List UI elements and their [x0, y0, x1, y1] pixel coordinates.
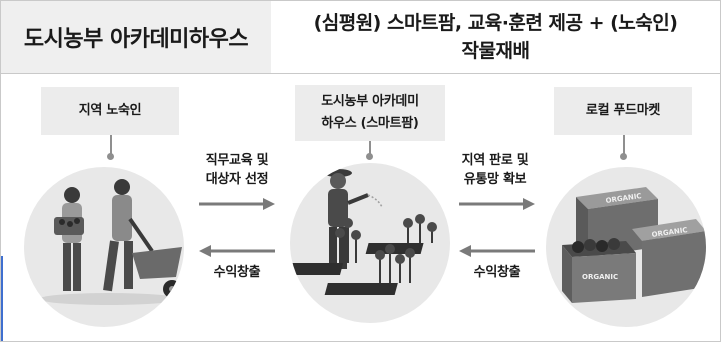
connector-line — [110, 135, 112, 155]
arrow-right-icon — [199, 198, 275, 210]
connector-dot — [366, 153, 373, 160]
node-label-localfood: 로컬 푸드마켓 — [554, 87, 692, 135]
left-accent-line — [1, 256, 3, 341]
flow-text-training-line2: 대상자 선정 — [205, 172, 269, 187]
arrow-left-icon — [199, 245, 275, 257]
node-label-smartfarm: 도시농부 아카데미 하우스 (스마트팜) — [295, 85, 445, 141]
flow-text-distribution: 지역 판로 및 유통망 확보 — [445, 151, 545, 189]
flow-text-training: 직무교육 및 대상자 선정 — [187, 151, 287, 189]
title-right-line1: (심평원) 스마트팜, 교육·훈련 제공 + (노숙인) — [313, 12, 678, 34]
organic-produce-crates-icon: ORGANIC ORGANIC ORGANIC — [546, 167, 706, 327]
arrow-right-icon — [459, 198, 535, 210]
node-label-smartfarm-line2: 하우스 (스마트팜) — [321, 116, 419, 131]
flow-text-revenue-right: 수익창출 — [473, 265, 521, 280]
node-label-localfood-text: 로컬 푸드마켓 — [585, 103, 661, 118]
flow-text-revenue-left: 수익창출 — [213, 265, 261, 280]
crate-label-front: ORGANIC — [582, 273, 618, 281]
title-left: 도시농부 아카데미하우스 — [1, 1, 271, 73]
arrow-left-icon — [459, 245, 535, 257]
connector-line — [369, 141, 371, 155]
title-right: (심평원) 스마트팜, 교육·훈련 제공 + (노숙인) 작물재배 — [271, 1, 720, 73]
node-label-smartfarm-line1: 도시농부 아카데미 — [321, 94, 419, 109]
connector-dot — [107, 153, 114, 160]
flow-text-distribution-line1: 지역 판로 및 — [461, 153, 529, 168]
node-label-homeless-text: 지역 노숙인 — [78, 103, 142, 118]
header: 도시농부 아카데미하우스 (심평원) 스마트팜, 교육·훈련 제공 + (노숙인… — [1, 1, 720, 74]
connector-line — [623, 135, 625, 155]
title-right-line2: 작물재배 — [461, 40, 530, 62]
flow-text-training-line1: 직무교육 및 — [205, 153, 269, 168]
farmers-with-wheelbarrow-icon — [24, 167, 184, 327]
smart-farm-gardener-icon — [290, 163, 450, 323]
flow-text-distribution-line2: 유통망 확보 — [463, 172, 527, 187]
connector-dot — [620, 153, 627, 160]
node-label-homeless: 지역 노숙인 — [41, 87, 179, 135]
